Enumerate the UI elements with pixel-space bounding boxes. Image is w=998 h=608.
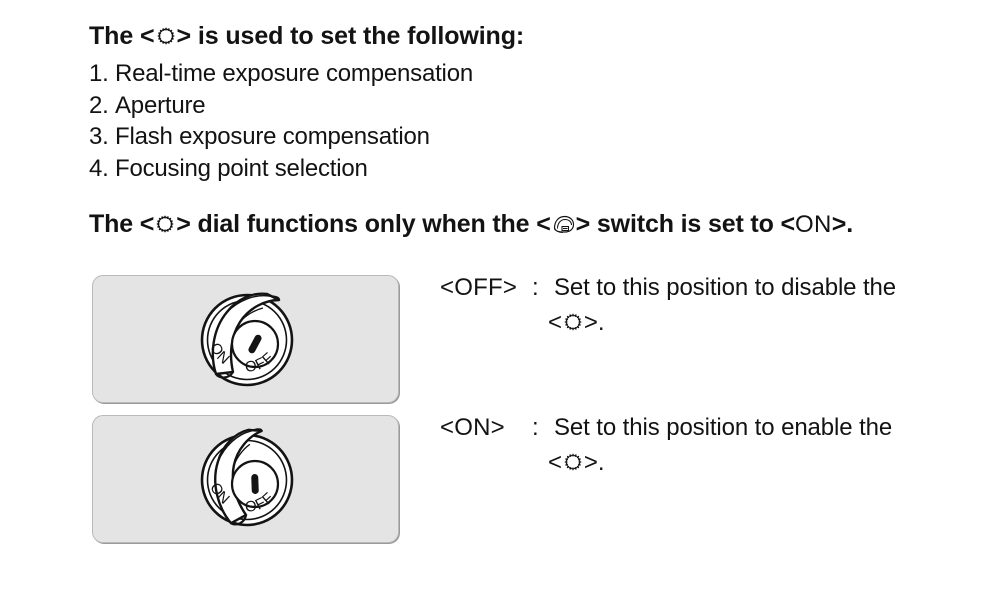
quick-control-dial-icon (154, 213, 176, 240)
caption-off: <OFF>:Set to this position to disable th… (440, 276, 896, 338)
caption-off-label-group: <OFF> (440, 276, 532, 300)
subhead-text-part4: >. (831, 210, 854, 238)
caption-on-line2: < (548, 451, 892, 478)
list-item-number: 2. (89, 91, 109, 119)
caption-colon: : (532, 274, 539, 301)
switch-diagram-on: ON OFF (200, 428, 293, 527)
caption-off-line2: < (548, 311, 896, 338)
caption-on-label-group: <ON> (440, 416, 532, 440)
subhead-text-part2: > dial functions only when the < (176, 210, 551, 238)
quick-control-dial-icon (562, 311, 584, 338)
switch-diagram-off: ON OFF (200, 292, 293, 387)
bracket-close: > (490, 414, 505, 441)
subhead-text-part1: The < (89, 210, 155, 238)
caption-colon: : (532, 414, 539, 441)
bracket-open: < (440, 414, 455, 441)
bracket-open: < (440, 274, 455, 301)
power-switch-icon (551, 213, 576, 240)
quick-control-dial-icon (562, 451, 584, 478)
power-switch-illustration-off: ON OFF (92, 275, 399, 403)
heading-text-before: The < (89, 22, 155, 50)
list-item-number: 1. (89, 60, 109, 87)
list-item: 2.Aperture (89, 90, 473, 122)
bracket-open: < (548, 309, 562, 336)
caption-off-text: Set to this position to disable the (554, 274, 897, 301)
list-item-label: Aperture (115, 91, 206, 119)
bracket-close-period: >. (583, 309, 605, 336)
dial-condition-statement: The < > dial functions onl (89, 212, 853, 240)
subhead-on-label: ON (794, 211, 832, 238)
list-item: 4.Focusing point selection (89, 153, 473, 185)
list-item-number: 3. (89, 123, 109, 150)
list-item: 3.Flash exposure compensation (89, 121, 473, 153)
caption-off-label: OFF (454, 274, 503, 301)
bracket-close-period: >. (583, 449, 605, 476)
bracket-open: < (548, 449, 562, 476)
list-item-number: 4. (89, 154, 109, 182)
bracket-close: > (502, 274, 518, 301)
caption-on-text: Set to this position to enable the (554, 414, 893, 441)
list-item-label: Real-time exposure compensation (115, 60, 473, 87)
caption-on: <ON>:Set to this position to enable the … (440, 416, 892, 478)
quick-control-dial-icon (155, 25, 177, 52)
caption-on-line1: <ON>: Set to this position to enable the (440, 416, 892, 440)
power-switch-illustration-on: ON OFF (92, 415, 399, 543)
page-heading: The < > is used to set the (89, 24, 524, 52)
caption-on-label: ON (454, 414, 491, 441)
list-item: 1.Real-time exposure compensation (89, 58, 473, 90)
feature-list: 1.Real-time exposure compensation 2.Aper… (89, 58, 473, 184)
heading-text-after: > is used to set the following: (176, 22, 525, 50)
list-item-label: Flash exposure compensation (115, 123, 430, 150)
subhead-text-part3: > switch is set to < (575, 210, 795, 238)
caption-off-line1: <OFF>: Set to this position to disable th… (440, 276, 896, 300)
list-item-label: Focusing point selection (115, 154, 368, 182)
